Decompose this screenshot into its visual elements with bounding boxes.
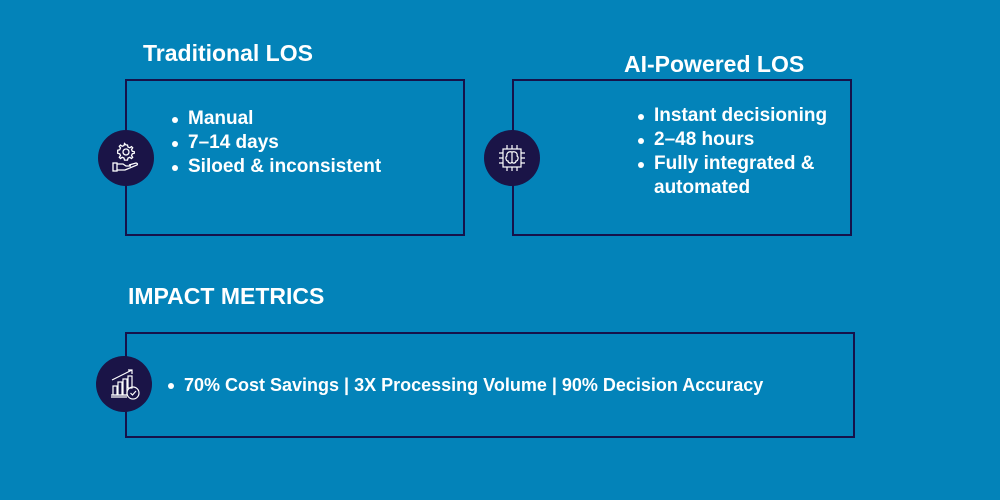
list-item: 70% Cost Savings | 3X Processing Volume … xyxy=(166,373,763,397)
growth-chart-check-icon xyxy=(111,369,140,400)
list-item: Manual xyxy=(170,107,381,131)
ai-powered-los-title: AI-Powered LOS xyxy=(624,51,805,77)
list-item: Siloed & inconsistent xyxy=(170,155,381,179)
list-item: 2–48 hours xyxy=(636,128,846,152)
brain-chip-icon xyxy=(499,145,525,171)
ai-powered-los-list: Instant decisioning 2–48 hours Fully int… xyxy=(636,104,846,200)
traditional-los-icon-badge xyxy=(98,130,154,186)
ai-powered-los-icon-badge xyxy=(484,130,540,186)
list-item: Fully integrated & automated xyxy=(636,152,846,200)
list-item: 7–14 days xyxy=(170,131,381,155)
impact-metrics-icon-badge xyxy=(96,356,152,412)
list-item: Instant decisioning xyxy=(636,104,846,128)
traditional-los-list: Manual 7–14 days Siloed & inconsistent xyxy=(170,107,381,179)
gear-hand-icon xyxy=(112,142,139,172)
traditional-los-title: Traditional LOS xyxy=(143,40,313,66)
impact-metrics-list: 70% Cost Savings | 3X Processing Volume … xyxy=(166,373,763,397)
impact-metrics-title: IMPACT METRICS xyxy=(128,283,325,309)
